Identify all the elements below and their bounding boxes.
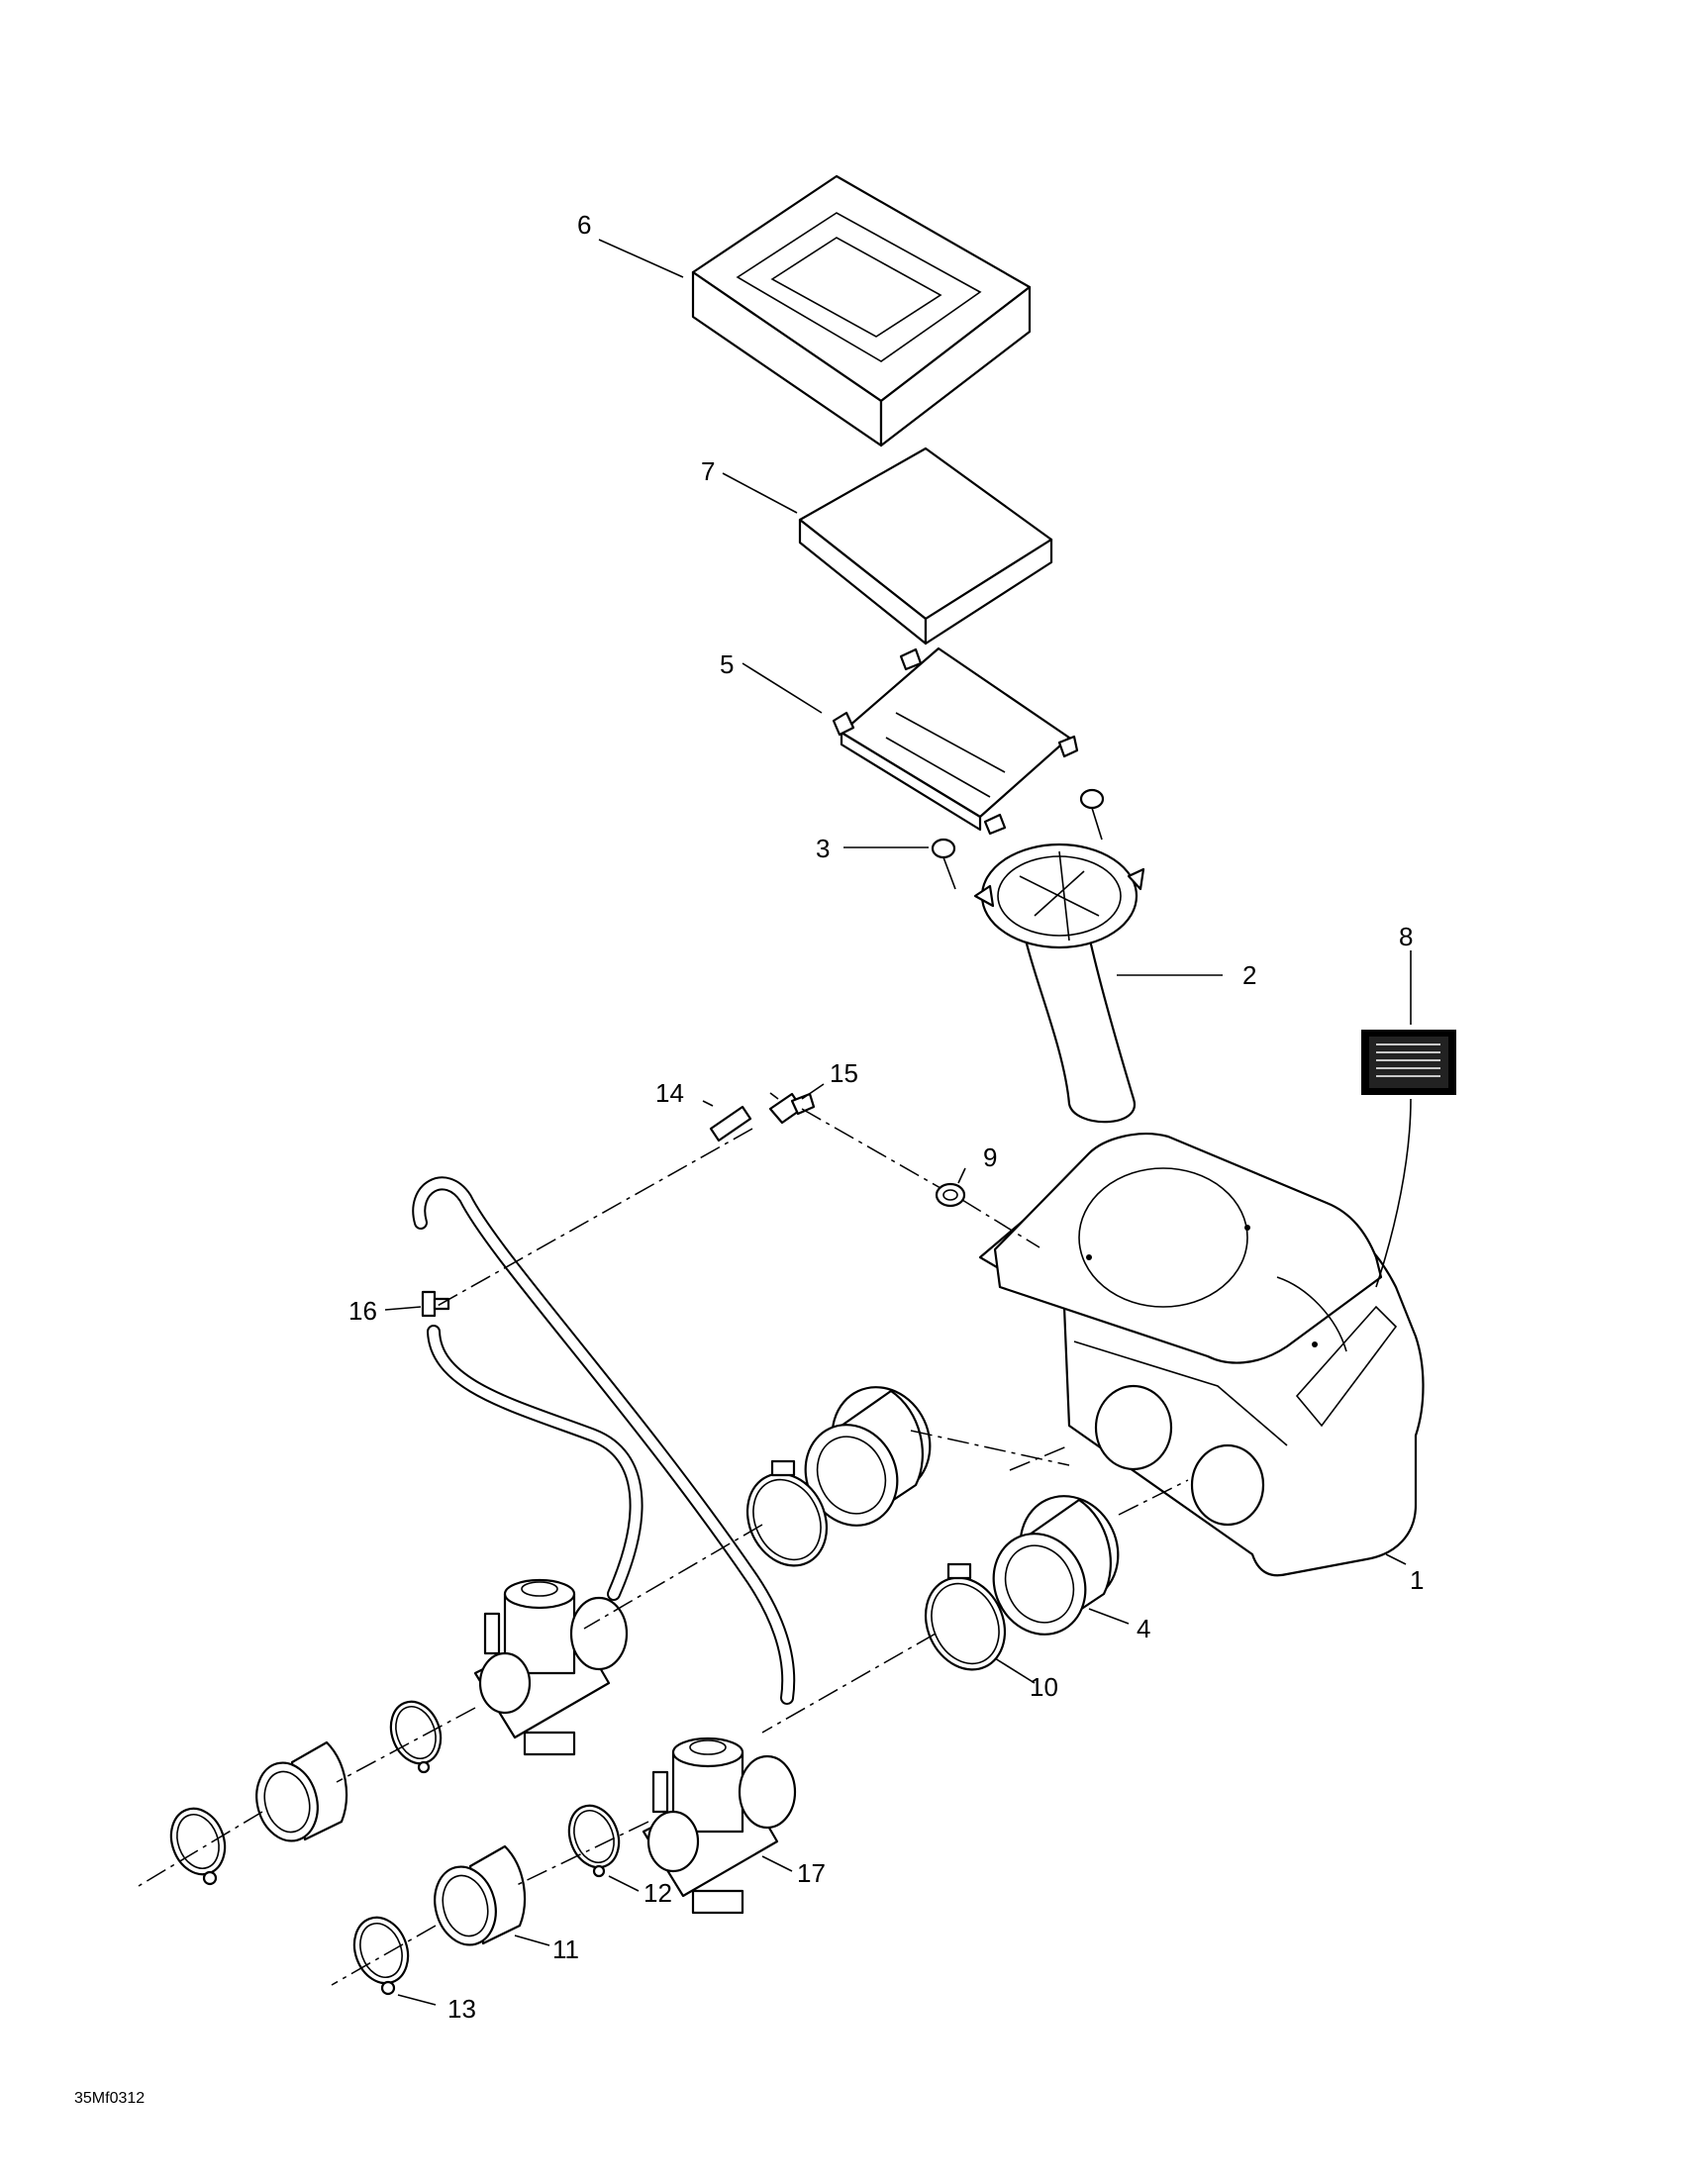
part-13-clamp-lower	[352, 1916, 410, 1996]
drawing-code: 35Mf0312	[74, 2090, 145, 2107]
part-6-foam-frame	[691, 174, 1032, 447]
part-7-filter-element	[798, 447, 1053, 645]
callout-5: 5	[720, 649, 734, 679]
part-16-t-fitting	[421, 1290, 450, 1318]
callout-labels: 6 7 5 3 2 8 14 15 9 16 1 4 10 17 12 11 1…	[348, 210, 1424, 2024]
part-11-boot-upper	[255, 1740, 348, 1842]
part-3-screws	[931, 788, 1105, 890]
part-13-clamp-upper	[169, 1807, 227, 1886]
assembly-centerlines	[138, 1108, 1189, 1986]
callout-7: 7	[701, 456, 715, 486]
part-8-warning-label	[1361, 1030, 1456, 1095]
callout-6: 6	[577, 210, 591, 240]
callout-4: 4	[1137, 1614, 1150, 1643]
callout-17: 17	[797, 1858, 826, 1888]
callout-9: 9	[983, 1142, 997, 1172]
part-4-intake-adaptor-lower	[992, 1495, 1120, 1636]
callout-10: 10	[1030, 1672, 1058, 1702]
callout-15: 15	[830, 1058, 858, 1088]
part-11-boot-lower	[434, 1844, 527, 1946]
part-17-carburetor-lower	[642, 1737, 797, 1915]
part-2-intake-funnel	[973, 843, 1145, 1124]
callout-2: 2	[1242, 960, 1256, 990]
callout-11: 11	[552, 1935, 579, 1964]
vent-hoses	[412, 1176, 796, 1705]
callout-13: 13	[447, 1994, 476, 2024]
part-12-clamp-lower	[567, 1804, 621, 1878]
part-15-elbow-fitting	[768, 1092, 816, 1125]
part-10-clamp-lower	[924, 1562, 1007, 1671]
part-12-clamp-upper	[389, 1700, 443, 1774]
callout-14: 14	[655, 1078, 684, 1108]
part-14-connector-tube	[709, 1105, 752, 1142]
callout-3: 3	[816, 834, 830, 863]
part-10-clamp-upper	[745, 1459, 829, 1567]
callout-16: 16	[348, 1296, 377, 1326]
part-4-intake-adaptor-upper	[804, 1386, 932, 1527]
part-17-carburetor-upper	[473, 1578, 629, 1756]
callout-8: 8	[1399, 922, 1413, 951]
part-5-plate	[832, 646, 1079, 836]
callout-12: 12	[644, 1878, 672, 1908]
callout-1: 1	[1410, 1565, 1424, 1595]
part-1-airbox	[978, 1133, 1425, 1577]
part-9-grommet	[935, 1182, 966, 1208]
leader-lines	[384, 239, 1412, 2006]
